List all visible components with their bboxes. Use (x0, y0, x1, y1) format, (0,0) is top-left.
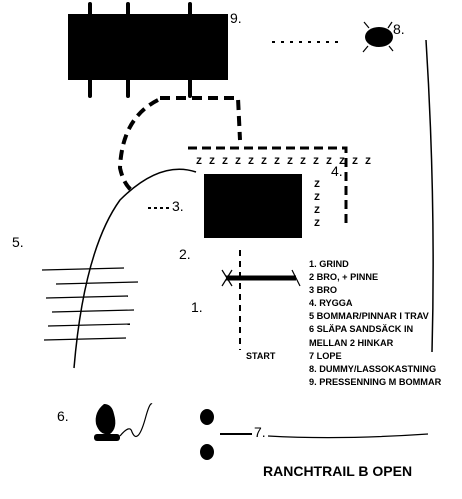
legend-item: 2 BRO, + PINNE (309, 272, 379, 283)
lope-marker (200, 444, 214, 460)
legend-item: 8. DUMMY/LASSOKASTNING (309, 363, 437, 374)
course-title: RANCHTRAIL B OPEN (263, 463, 413, 479)
number-6: 6. (57, 408, 69, 424)
bucket-obstacle-6 (95, 404, 116, 435)
gate-posts (221, 269, 301, 287)
arena-boundary (425, 39, 434, 353)
legend-item: 9. PRESSENNING M BOMMAR (309, 376, 442, 387)
legend-item: MELLAN 2 HINKAR (309, 337, 394, 348)
trot-poles-obstacle-5 (41, 267, 139, 341)
legend-item: 4. RYGGA (309, 298, 353, 309)
bucket-base (94, 434, 120, 441)
obstacle-legend: 1. GRIND 2 BRO, + PINNE 3 BRO 4. RYGGA 5… (309, 258, 441, 389)
route-segment (160, 96, 242, 141)
dummy-obstacle-8 (365, 27, 393, 47)
number-4: 4. (331, 163, 343, 179)
route-segment (117, 98, 159, 194)
number-1: 1. (191, 299, 203, 315)
legend-item: 7 LOPE (309, 350, 342, 361)
tarp-obstacle-9 (68, 14, 228, 80)
zigzag-row: Z Z Z Z Z Z Z Z Z Z Z Z Z Z (196, 157, 372, 168)
legend-item: 3 BRO (309, 285, 338, 296)
backing-l-obstacle-4 (188, 146, 348, 224)
number-9: 9. (230, 10, 242, 26)
legend-item: 6 SLÄPA SANDSÄCK IN (309, 324, 414, 335)
bridge-obstacle-3 (204, 174, 302, 238)
tarp-poles (88, 2, 192, 98)
lope-line (267, 433, 429, 439)
number-7: 7. (254, 424, 266, 440)
number-3: 3. (172, 198, 184, 214)
lope-marker (200, 409, 214, 425)
drag-line (119, 403, 153, 437)
legend-item: 1. GRIND (309, 259, 349, 269)
start-label: START (246, 351, 276, 361)
number-5: 5. (12, 234, 24, 250)
number-8: 8. (393, 21, 405, 37)
legend-item: 5 BOMMAR/PINNAR I TRAV (309, 311, 429, 322)
dummy-rays (362, 21, 394, 53)
zigzag-column: Z Z Z Z (314, 180, 321, 230)
number-2: 2. (179, 246, 191, 262)
